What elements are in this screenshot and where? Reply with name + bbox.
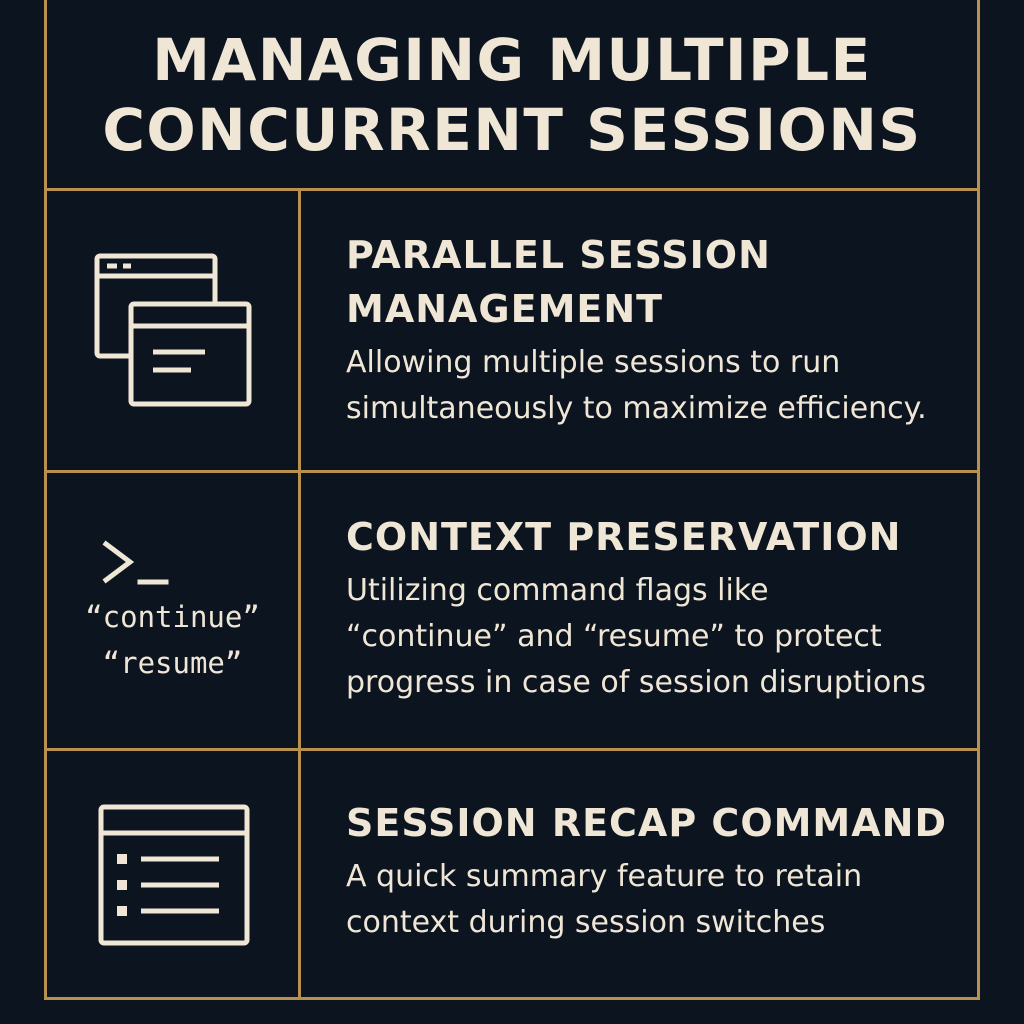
outer-frame [44,0,980,1000]
row-2-body-line-1: Utilizing command flags like [346,573,769,608]
row-1-heading-line-1: PARALLEL SESSION [346,233,771,277]
command-flag-resume: “resume” [102,646,243,680]
row-1-heading: PARALLEL SESSION MANAGEMENT [346,228,976,336]
page-title: MANAGING MULTIPLE CONCURRENT SESSIONS [47,0,977,190]
row-3-content: SESSION RECAP COMMAND A quick summary fe… [346,796,976,946]
row-3-heading: SESSION RECAP COMMAND [346,801,948,845]
divider-row-1 [44,470,980,473]
command-flags-label: “continue” “resume” [47,594,298,686]
row-3-body-line-1: A quick summary feature to retain [346,859,863,894]
divider-title [44,188,980,191]
row-1-content: PARALLEL SESSION MANAGEMENT Allowing mul… [346,228,976,432]
row-1-heading-line-2: MANAGEMENT [346,287,664,331]
row-1-icon-cell [47,191,298,470]
row-3-icon-cell [47,751,298,1000]
row-2-body-line-2: “continue” and “resume” to protect [346,619,882,654]
row-2-content: CONTEXT PRESERVATION Utilizing command f… [346,510,976,706]
row-3-body: A quick summary feature to retain contex… [346,854,976,946]
row-2-heading: CONTEXT PRESERVATION [346,515,902,559]
divider-vertical [298,190,301,1000]
title-line-1: MANAGING MULTIPLE [152,26,872,94]
row-2-body-line-3: progress in case of session disruptions [346,665,926,700]
row-2-body: Utilizing command flags like “continue” … [346,568,976,706]
row-1-body: Allowing multiple sessions to run simult… [346,340,976,432]
title-line-2: CONCURRENT SESSIONS [102,96,922,164]
divider-row-2 [44,748,980,751]
terminal-prompt-icon [102,540,169,585]
row-3-body-line-2: context during session switches [346,905,826,940]
row-1-body-line-1: Allowing multiple sessions to run [346,345,841,380]
windows-icon [94,253,251,406]
row-1-body-line-2: simultaneously to maximize efficiency. [346,391,927,426]
list-window-icon [98,804,249,945]
command-flag-continue: “continue” [85,600,260,634]
